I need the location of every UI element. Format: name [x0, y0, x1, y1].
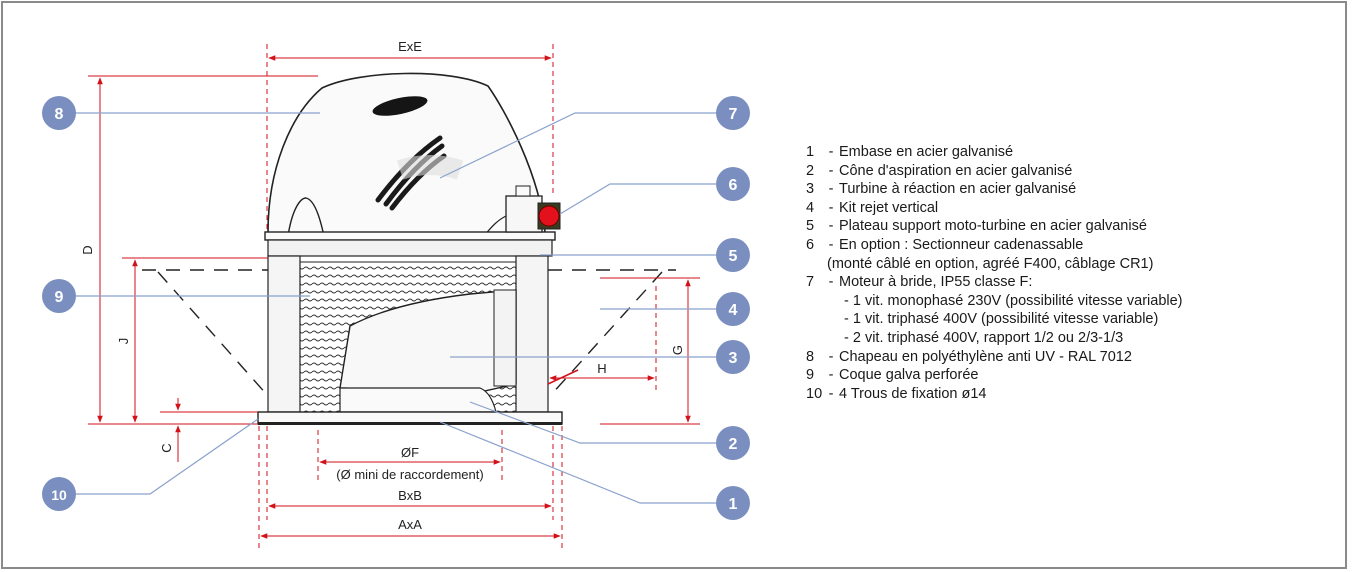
svg-text:3: 3	[729, 350, 738, 367]
dim-label-d: D	[80, 245, 95, 254]
legend-number: 5	[806, 218, 815, 235]
legend-item-5: 5-Plateau support moto-turbine en acier …	[806, 218, 1147, 235]
dim-label-exe: ExE	[398, 39, 422, 54]
legend-item-4: 4-Kit rejet vertical	[806, 199, 939, 216]
legend-text: Moteur à bride, IP55 classe F:	[839, 274, 1033, 291]
legend-number: 2	[806, 162, 815, 179]
hood-vent-icon	[372, 96, 428, 116]
svg-text:6: 6	[729, 177, 738, 194]
legend-text: Turbine à réaction en acier galvanisé	[839, 181, 1077, 198]
legend-number: 6	[806, 236, 815, 253]
legend-item-7: 7-Moteur à bride, IP55 classe F:	[806, 274, 1033, 291]
dim-label-of-note: (Ø mini de raccordement)	[336, 467, 483, 482]
callout-8: 8	[42, 96, 76, 130]
dim-label-bxb: BxB	[398, 488, 422, 503]
callout-3: 3	[716, 340, 750, 374]
legend-number: 3	[806, 181, 815, 198]
svg-text:5: 5	[729, 248, 738, 265]
legend-item-7-sub-2: - 1 vit. triphasé 400V (possibilité vite…	[844, 311, 1159, 328]
hood-outline	[267, 72, 546, 233]
svg-text:2: 2	[729, 436, 738, 453]
legend-list: 1-Embase en acier galvanisé 2-Cône d'asp…	[806, 143, 1326, 403]
fan-drawing	[142, 72, 676, 425]
legend-item-2: 2-Cône d'aspiration en acier galvanisé	[806, 162, 1073, 179]
callout-9: 9	[42, 279, 76, 313]
legend-text: En option : Sectionneur cadenassable	[839, 236, 1084, 253]
legend-text: 4 Trous de fixation ø14	[839, 385, 987, 402]
dim-label-c: C	[159, 443, 174, 452]
dimension-lines	[88, 44, 700, 550]
dim-label-of: ØF	[401, 445, 419, 460]
legend-item-10: 10-4 Trous de fixation ø14	[806, 385, 987, 402]
dim-label-h: H	[597, 361, 606, 376]
dim-label-j: J	[116, 338, 131, 345]
legend-text: Chapeau en polyéthylène anti UV - RAL 70…	[839, 348, 1132, 365]
callout-10: 10	[42, 477, 76, 511]
legend-text: Kit rejet vertical	[839, 199, 939, 216]
support-plate	[264, 231, 556, 241]
legend-item-6: 6-En option : Sectionneur cadenassable	[806, 236, 1084, 253]
legend-item-7-sub-3: - 2 vit. triphasé 400V, rapport 1/2 ou 2…	[844, 329, 1124, 346]
legend-number: 1	[806, 144, 815, 160]
dim-label-g: G	[670, 345, 685, 355]
svg-text:10: 10	[51, 487, 67, 503]
callout-1: 1	[716, 486, 750, 520]
svg-text:8: 8	[55, 106, 64, 123]
dim-label-axa: AxA	[398, 517, 422, 532]
legend-number: 4	[806, 199, 815, 216]
svg-text:9: 9	[55, 289, 64, 306]
legend-number: 7	[806, 274, 815, 291]
svg-text:7: 7	[729, 106, 738, 123]
callout-4: 4	[716, 292, 750, 326]
legend-number: 8	[806, 348, 815, 365]
callout-5: 5	[716, 238, 750, 272]
legend-text: Plateau support moto-turbine en acier ga…	[839, 218, 1147, 235]
callout-7: 7	[716, 96, 750, 130]
legend-item-7-sub-1: - 1 vit. monophasé 230V (possibilité vit…	[844, 292, 1183, 309]
callout-2: 2	[716, 426, 750, 460]
switch-box	[505, 195, 543, 233]
legend-item-9: 9-Coque galva perforée	[806, 367, 979, 384]
legend-text: Embase en acier galvanisé	[839, 144, 1014, 160]
legend-item-8: 8-Chapeau en polyéthylène anti UV - RAL …	[806, 348, 1132, 365]
isolator-button-icon	[538, 205, 560, 227]
leader-lines	[75, 112, 716, 504]
legend-item-1: 1-Embase en acier galvanisé	[806, 144, 1014, 160]
svg-text:4: 4	[729, 302, 738, 319]
legend-text: Coque galva perforée	[839, 367, 979, 384]
legend-item-3: 3-Turbine à réaction en acier galvanisé	[806, 181, 1077, 198]
legend-text: Cône d'aspiration en acier galvanisé	[839, 162, 1073, 179]
callout-6: 6	[716, 167, 750, 201]
legend-item-6-continuation: (monté câblé en option, agréé F400, câbl…	[827, 255, 1154, 272]
legend-number: 9	[806, 367, 815, 384]
svg-text:1: 1	[729, 496, 738, 513]
legend-number: 10	[806, 385, 823, 402]
suction-cone	[339, 387, 497, 413]
